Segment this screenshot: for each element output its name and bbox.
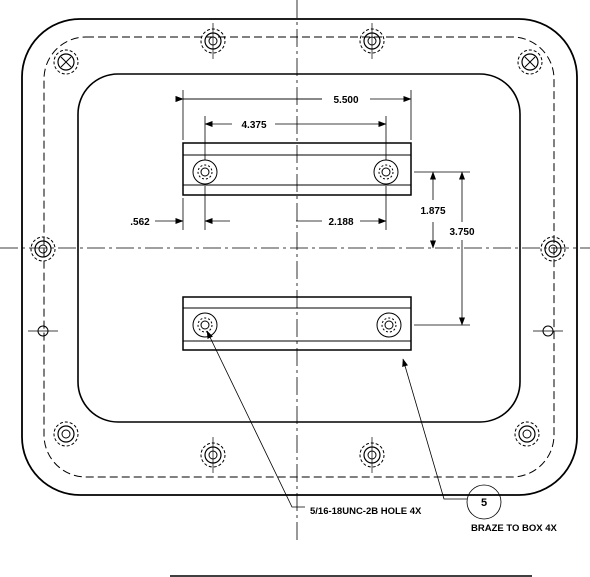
dim-half-height: 1.875 — [420, 206, 445, 217]
hole-spec-note: 5/16-18UNC-2B HOLE 4X — [310, 506, 422, 517]
centerlines — [0, 0, 590, 540]
bolt-hole — [540, 236, 566, 262]
dim-overall-width: 5.500 — [333, 95, 358, 106]
bolt-hole — [30, 236, 56, 262]
dim-hole-spacing: 4.375 — [241, 120, 266, 131]
leader-lines — [170, 330, 532, 577]
dim-full-height: 3.750 — [449, 227, 474, 238]
dim-edge-offset: .562 — [130, 217, 150, 228]
lower-nut-bar — [182, 296, 412, 351]
corner-hole — [53, 421, 79, 447]
braze-note: BRAZE TO BOX 4X — [471, 523, 558, 534]
corner-hole — [53, 49, 79, 75]
upper-nut-bar — [182, 142, 412, 196]
flange-outline — [21, 18, 578, 496]
bolt-hole-pattern — [28, 23, 566, 473]
dimension-lines — [155, 90, 470, 326]
dim-half-spacing: 2.188 — [328, 217, 353, 228]
corner-hole — [514, 421, 540, 447]
balloon-number: 5 — [481, 497, 487, 509]
corner-hole — [517, 49, 543, 75]
